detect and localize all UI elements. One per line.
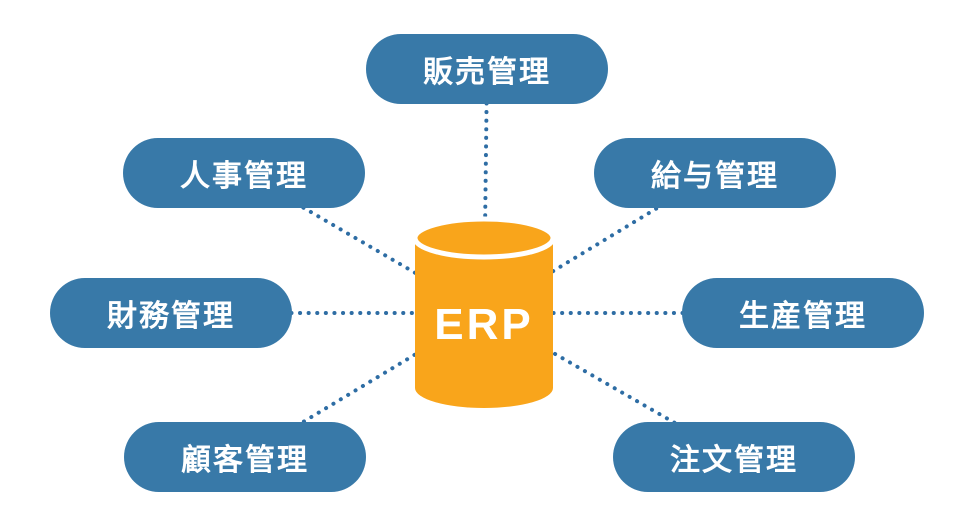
node-payroll-management: 給与管理 bbox=[594, 138, 836, 208]
node-hr-management: 人事管理 bbox=[123, 138, 365, 208]
node-label: 注文管理 bbox=[670, 444, 798, 477]
erp-database-icon bbox=[412, 216, 556, 408]
erp-label: ERP bbox=[434, 300, 534, 349]
cylinder-body-shape bbox=[415, 238, 553, 408]
node-label: 人事管理 bbox=[180, 160, 308, 193]
node-financial-management: 財務管理 bbox=[50, 278, 292, 348]
node-production-management: 生産管理 bbox=[682, 278, 924, 348]
node-label: 財務管理 bbox=[107, 300, 235, 333]
node-label: 販売管理 bbox=[423, 56, 551, 89]
node-label: 顧客管理 bbox=[181, 444, 309, 477]
cylinder-top-shape bbox=[412, 216, 556, 260]
node-label: 給与管理 bbox=[651, 160, 779, 193]
node-order-management: 注文管理 bbox=[613, 422, 855, 492]
node-label: 生産管理 bbox=[739, 300, 867, 333]
connector-sales-management bbox=[482, 67, 489, 315]
node-customer-management: 顧客管理 bbox=[124, 422, 366, 492]
node-sales-management: 販売管理 bbox=[366, 34, 608, 104]
